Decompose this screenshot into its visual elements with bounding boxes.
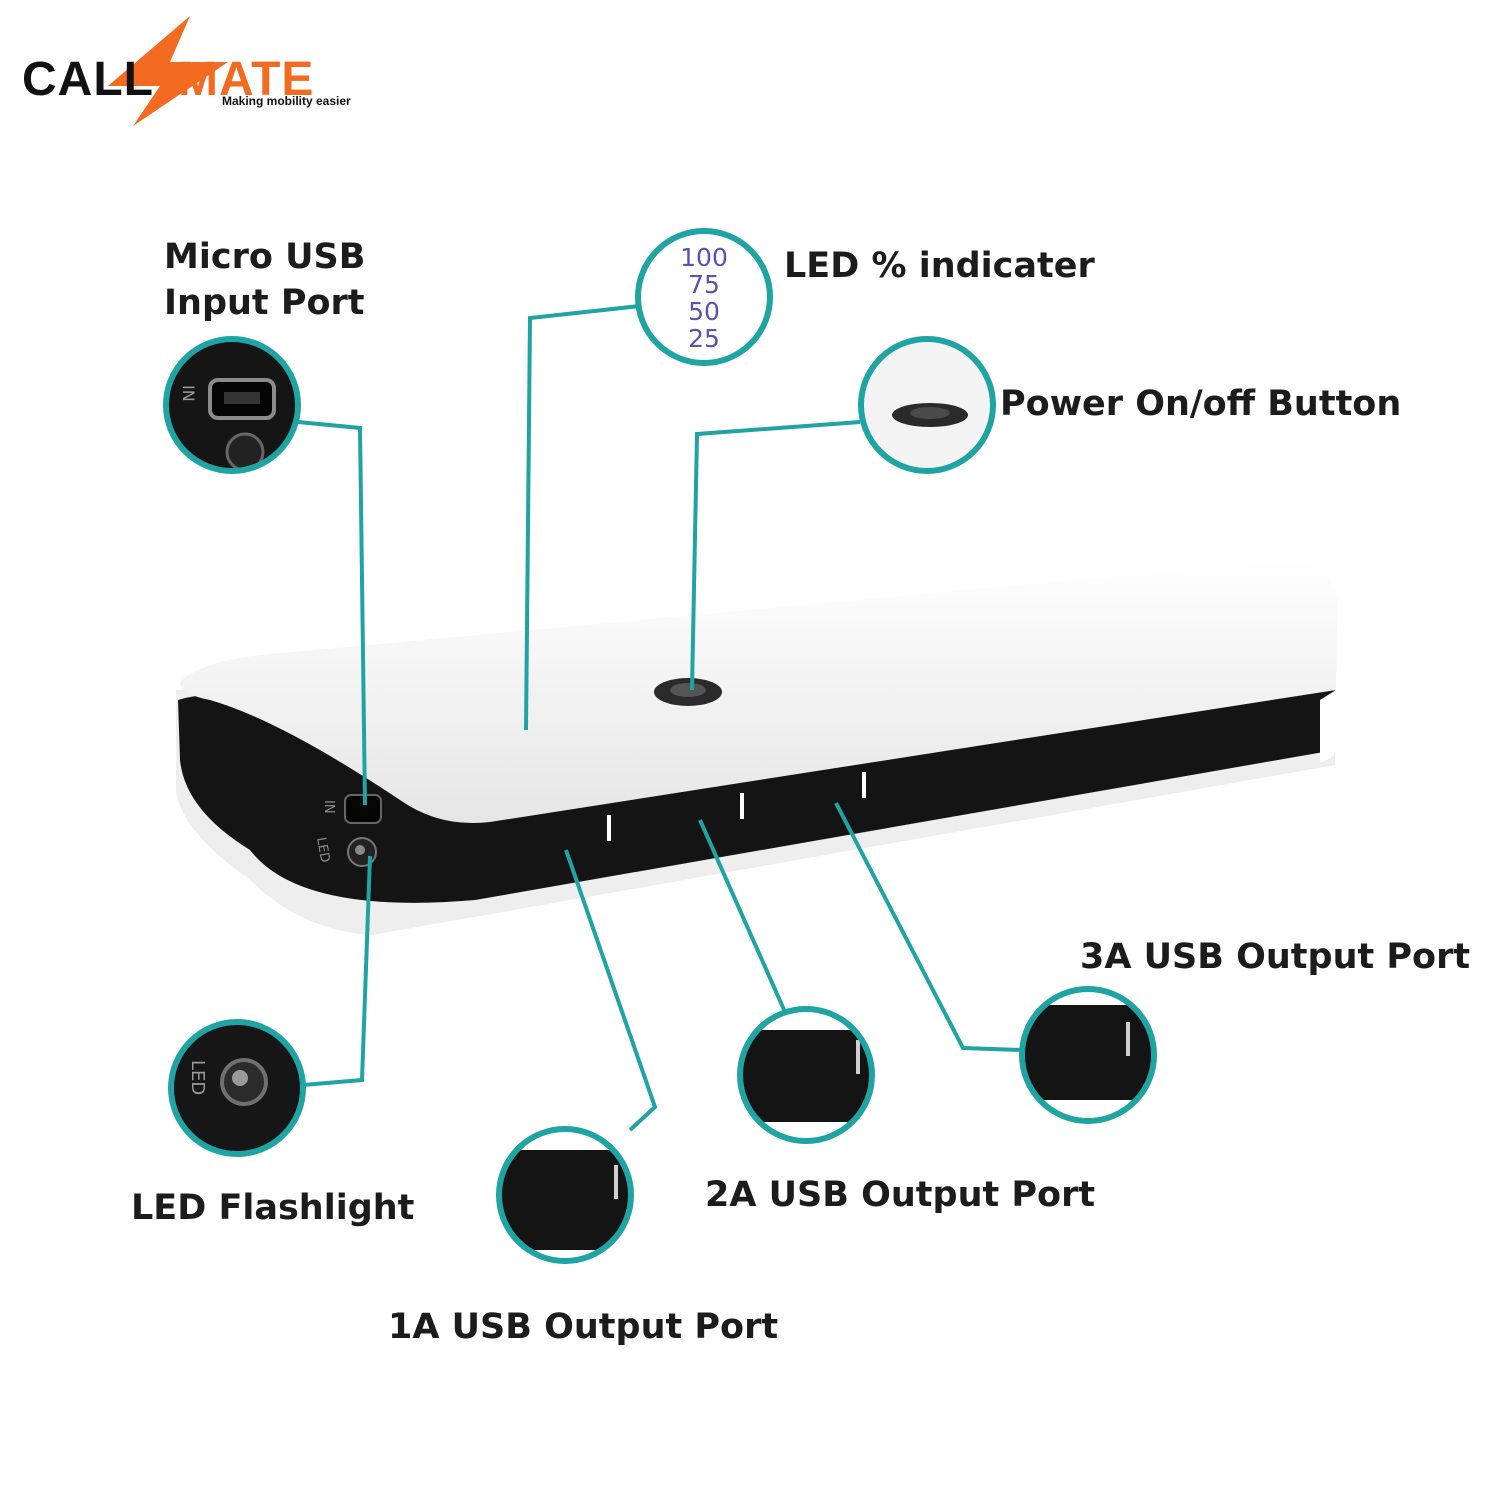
usb-port-1a-icon [607,815,611,841]
led-flashlight-label: LED Flashlight [131,1188,415,1228]
callout-lines [297,304,1023,1132]
micro-usb-label-line2: Input Port [164,283,365,323]
led-indicator-zoom: 100 75 50 25 [635,228,773,366]
svg-text:IN: IN [179,385,198,402]
led-level-50: 50 [688,297,720,326]
port-1a-label: 1A USB Output Port [388,1307,779,1347]
brand-name-part2: MATE [178,53,315,106]
brand-tagline: Making mobility easier [222,94,351,108]
micro-usb-label-line1: Micro USB [164,237,366,277]
power-button-zoom [858,336,996,474]
brand-name-part1: CALL [22,53,154,106]
led-level-25: 25 [688,324,720,353]
port-2a-zoom [737,1006,875,1144]
led-level-100: 100 [680,243,728,272]
port-3a-zoom [1019,986,1157,1124]
port-1a-zoom [496,1126,634,1264]
led-indicator-label: LED % indicater [784,246,1095,286]
port-3a-label: 3A USB Output Port [1080,937,1471,977]
usb-port-3a-icon [862,772,866,798]
device-in-label: IN [321,800,336,814]
micro-usb-zoom: IN [163,336,301,474]
svg-text:LED: LED [187,1060,208,1095]
led-flashlight-zoom: LED [168,1019,306,1157]
power-button-label: Power On/off Button [1000,384,1402,424]
led-level-75: 75 [688,270,720,299]
usb-port-2a-icon [740,793,744,819]
power-bank [176,560,1338,935]
port-2a-label: 2A USB Output Port [705,1175,1096,1215]
device-led-label: LED [313,836,332,864]
